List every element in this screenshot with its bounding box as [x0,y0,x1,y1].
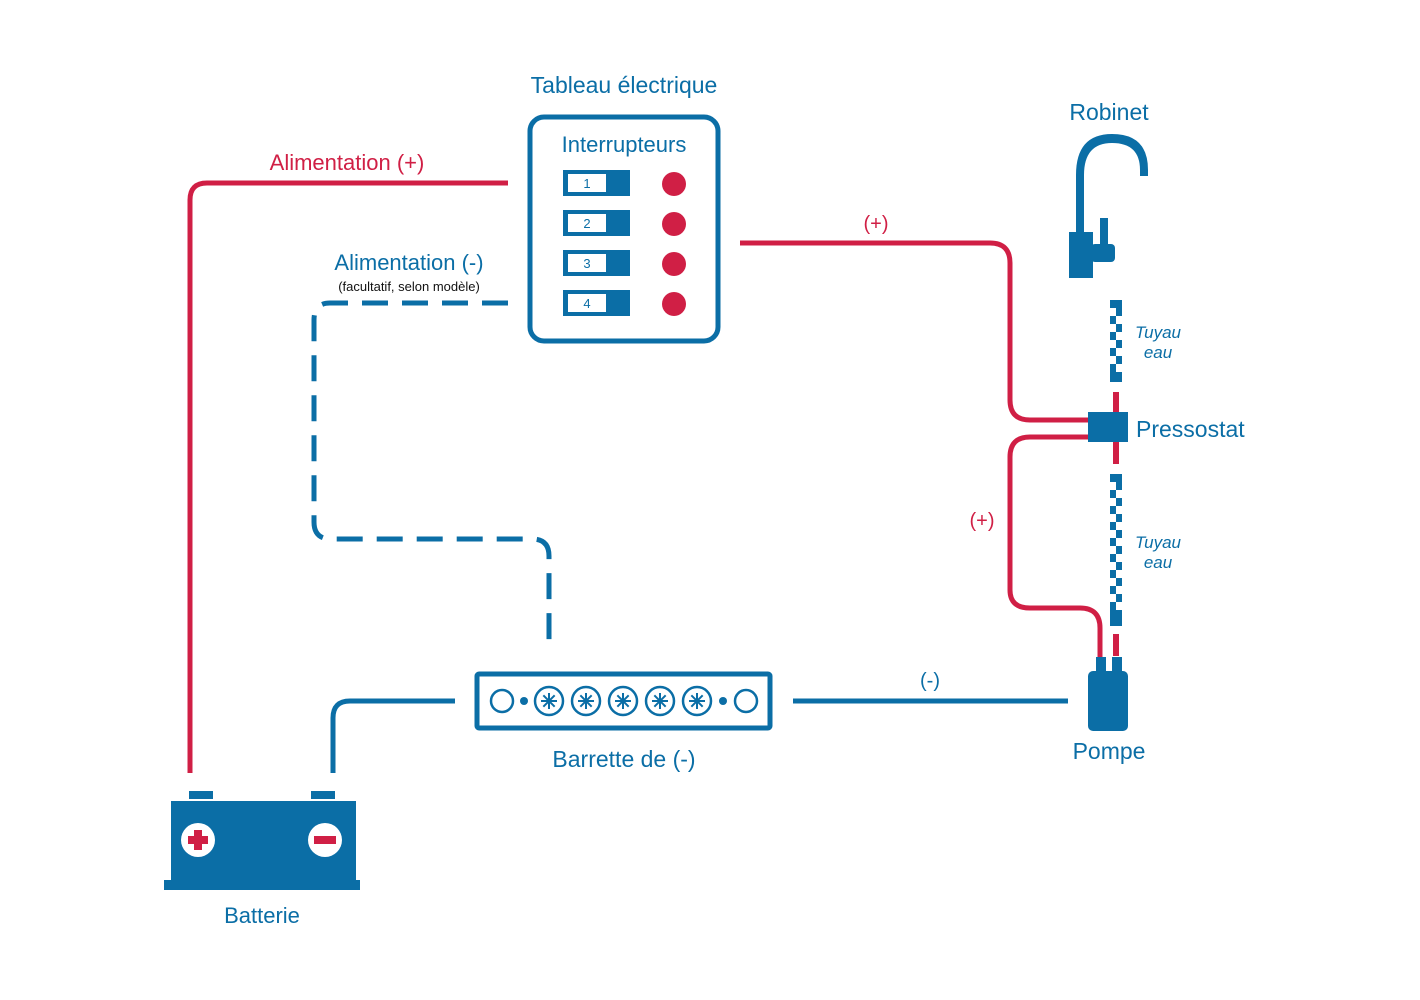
terminal-star-icon [533,685,565,717]
wire-alimentation-minus [311,300,552,650]
switch-2: 2 [563,210,686,236]
minus-bus-label: (-) [920,670,940,692]
switch-1: 1 [563,170,686,196]
wire-pressostat-to-pump [1007,434,1103,660]
pump-icon [1088,657,1128,731]
terminal-star-icon [681,685,713,717]
wire-alimentation-plus [187,180,508,773]
terminal-empty-icon [489,688,515,714]
batterie-label: Batterie [224,903,300,928]
tuyau-2-line1: Tuyau [1135,533,1182,552]
barrette-label: Barrette de (-) [552,746,695,772]
pressostat-icon [1088,412,1128,442]
switch-2-indicator-icon [662,212,686,236]
switch-3: 3 [563,250,686,276]
terminal-dot-icon [520,697,528,705]
wire-panel-to-pressostat [740,240,1090,423]
switch-1-indicator-icon [662,172,686,196]
terminal-strip [474,671,773,731]
alimentation-minus-note: (facultatif, selon modèle) [338,279,480,294]
plus-side-label: (+) [970,510,995,532]
switch-4: 4 [563,290,686,316]
terminal-star-icon [644,685,676,717]
tableau-label: Tableau électrique [531,72,718,98]
plus-top-label: (+) [864,213,889,235]
battery-plus-icon [181,823,215,857]
pressostat-label: Pressostat [1136,416,1245,442]
terminal-star-icon [570,685,602,717]
switch-3-label: 3 [583,256,590,271]
interrupteurs-label: Interrupteurs [562,132,687,157]
alimentation-minus-label: Alimentation (-) [334,250,483,275]
switch-4-indicator-icon [662,292,686,316]
tuyau-2-line2: eau [1144,553,1173,572]
faucet-icon [1069,134,1148,278]
switch-1-label: 1 [583,176,590,191]
battery-icon [164,791,360,890]
switch-3-indicator-icon [662,252,686,276]
pompe-label: Pompe [1073,738,1146,764]
switch-2-label: 2 [583,216,590,231]
alimentation-plus-label: Alimentation (+) [270,150,425,175]
tuyau-1-line1: Tuyau [1135,323,1182,342]
battery-minus-icon [308,823,342,857]
water-pipe [1110,300,1122,656]
wire-battery-minus-to-bus [330,698,455,773]
switch-4-label: 4 [583,296,590,311]
terminal-star-icon [607,685,639,717]
electrical-panel: 1 2 3 4 [527,114,721,344]
terminal-empty-icon [733,688,759,714]
terminal-dot-icon [719,697,727,705]
tuyau-1-line2: eau [1144,343,1173,362]
robinet-label: Robinet [1069,99,1149,125]
